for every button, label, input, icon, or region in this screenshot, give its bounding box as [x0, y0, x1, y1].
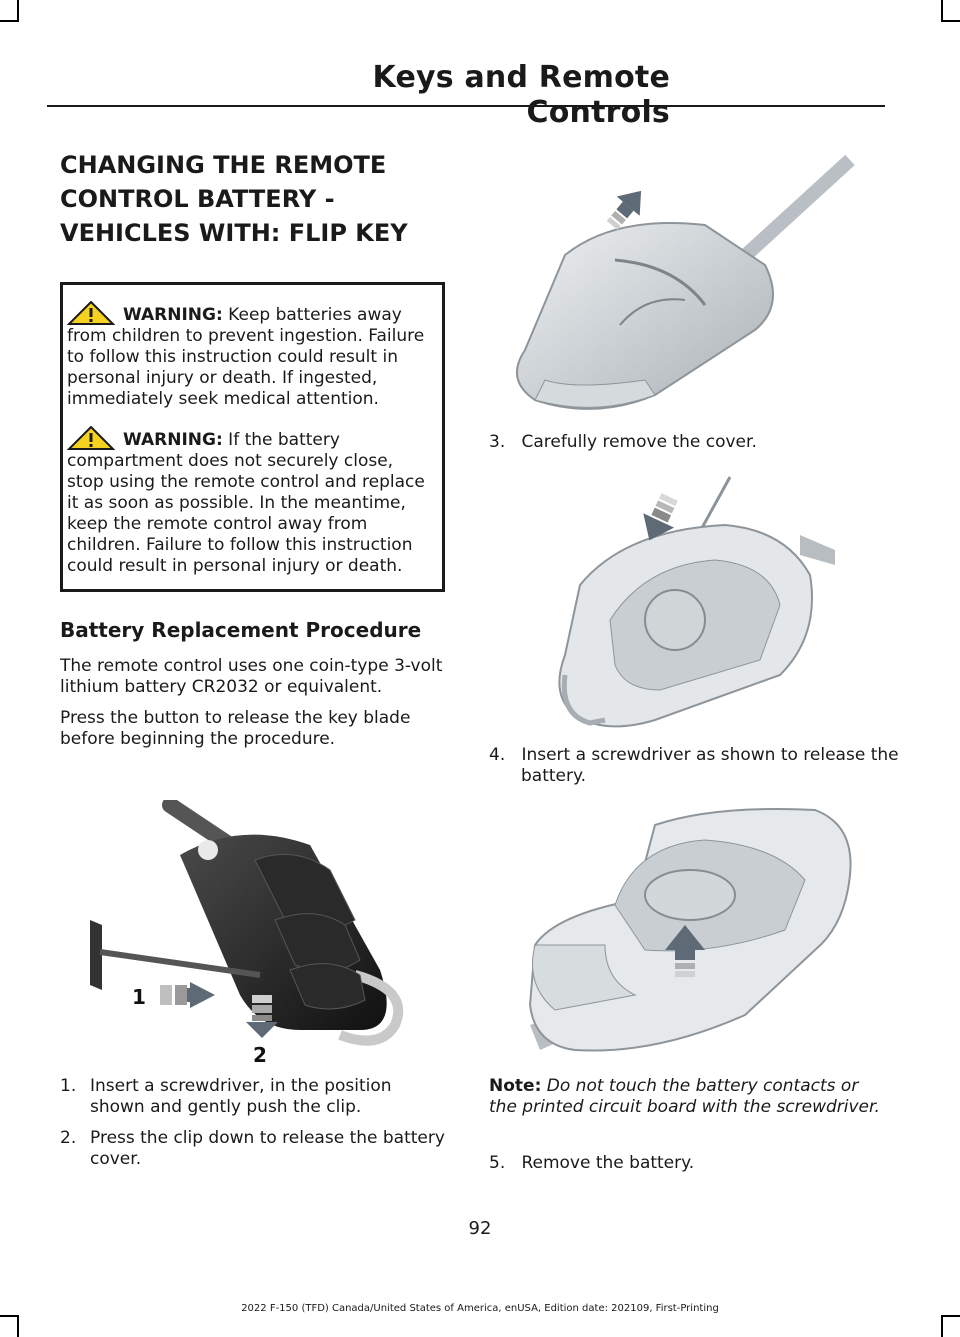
warning-label: WARNING: — [123, 430, 223, 450]
warning-box: WARNING: Keep batteries away from childr… — [60, 282, 445, 592]
step-text: Carefully remove the cover. — [521, 432, 757, 452]
step-text: Insert a screwdriver, in the position sh… — [90, 1076, 392, 1117]
figure-remove-cover — [516, 155, 855, 410]
arrow-icon — [606, 190, 642, 230]
warning-triangle-icon — [67, 301, 115, 325]
crop-mark — [941, 20, 960, 22]
step-number: 3. — [489, 432, 506, 452]
callout-label: 2 — [253, 1043, 267, 1065]
step-text: Press the clip down to release the batte… — [90, 1128, 445, 1169]
note-label: Note: — [489, 1076, 542, 1096]
step-number: 4. — [489, 745, 506, 765]
crop-mark — [941, 1315, 960, 1317]
section-title-line: CHANGING THE REMOTE — [60, 151, 387, 179]
arrow-icon — [246, 995, 278, 1038]
list-item: 2. Press the clip down to release the bat… — [60, 1128, 445, 1170]
crop-mark — [0, 1315, 19, 1317]
header-rule — [47, 105, 885, 107]
arrow-icon — [643, 493, 678, 541]
crop-mark — [0, 20, 19, 22]
step-number: 1. — [60, 1076, 77, 1096]
step-text: Remove the battery. — [521, 1153, 695, 1173]
step-number: 2. — [60, 1128, 77, 1148]
step-number: 5. — [489, 1153, 506, 1173]
crop-mark — [17, 1315, 19, 1337]
steps-list-left: 1. Insert a screwdriver, in the position … — [60, 1076, 445, 1180]
procedure-heading: Battery Replacement Procedure — [60, 618, 422, 642]
crop-mark — [17, 0, 19, 22]
arrow-icon — [665, 925, 705, 977]
procedure-intro: The remote control uses one coin-type 3-… — [60, 656, 443, 697]
left-column: CHANGING THE REMOTE CONTROL BATTERY - VE… — [60, 148, 445, 760]
note-text: Do not touch the battery contacts or the… — [489, 1076, 880, 1117]
figure-flip-key-release: 1 2 — [90, 800, 430, 1065]
page-header-title: Keys and Remote Controls — [372, 60, 670, 130]
crop-mark — [941, 0, 943, 22]
page-number: 92 — [468, 1218, 492, 1239]
figure-screwdriver-battery — [558, 476, 835, 728]
step-text: Insert a screwdriver as shown to release… — [521, 745, 899, 786]
figure-release-battery — [528, 808, 852, 1052]
section-title-line: VEHICLES WITH: FLIP KEY — [60, 219, 408, 247]
warning-label: WARNING: — [123, 305, 223, 325]
warning-triangle-icon — [67, 426, 115, 450]
warning-paragraph: WARNING: If the battery compartment does… — [67, 426, 434, 577]
step-4: 4. Insert a screwdriver as shown to rele… — [489, 745, 916, 787]
step-3: 3. Carefully remove the cover. — [489, 432, 884, 453]
list-item: 1. Insert a screwdriver, in the position … — [60, 1076, 445, 1118]
step-5: 5. Remove the battery. — [489, 1153, 884, 1174]
warning-paragraph: WARNING: Keep batteries away from childr… — [67, 301, 434, 410]
note: Note: Do not touch the battery contacts … — [489, 1076, 884, 1118]
section-title-line: CONTROL BATTERY - — [60, 185, 335, 213]
section-title: CHANGING THE REMOTE CONTROL BATTERY - VE… — [60, 148, 445, 250]
procedure-intro: Press the button to release the key blad… — [60, 708, 411, 749]
page-footer: 2022 F-150 (TFD) Canada/United States of… — [241, 1303, 719, 1314]
warning-text: Keep batteries away from children to pre… — [67, 305, 425, 409]
arrow-icon — [160, 982, 215, 1008]
crop-mark — [941, 1315, 943, 1337]
callout-label: 1 — [132, 985, 146, 1009]
warning-text: If the battery compartment does not secu… — [67, 430, 425, 576]
